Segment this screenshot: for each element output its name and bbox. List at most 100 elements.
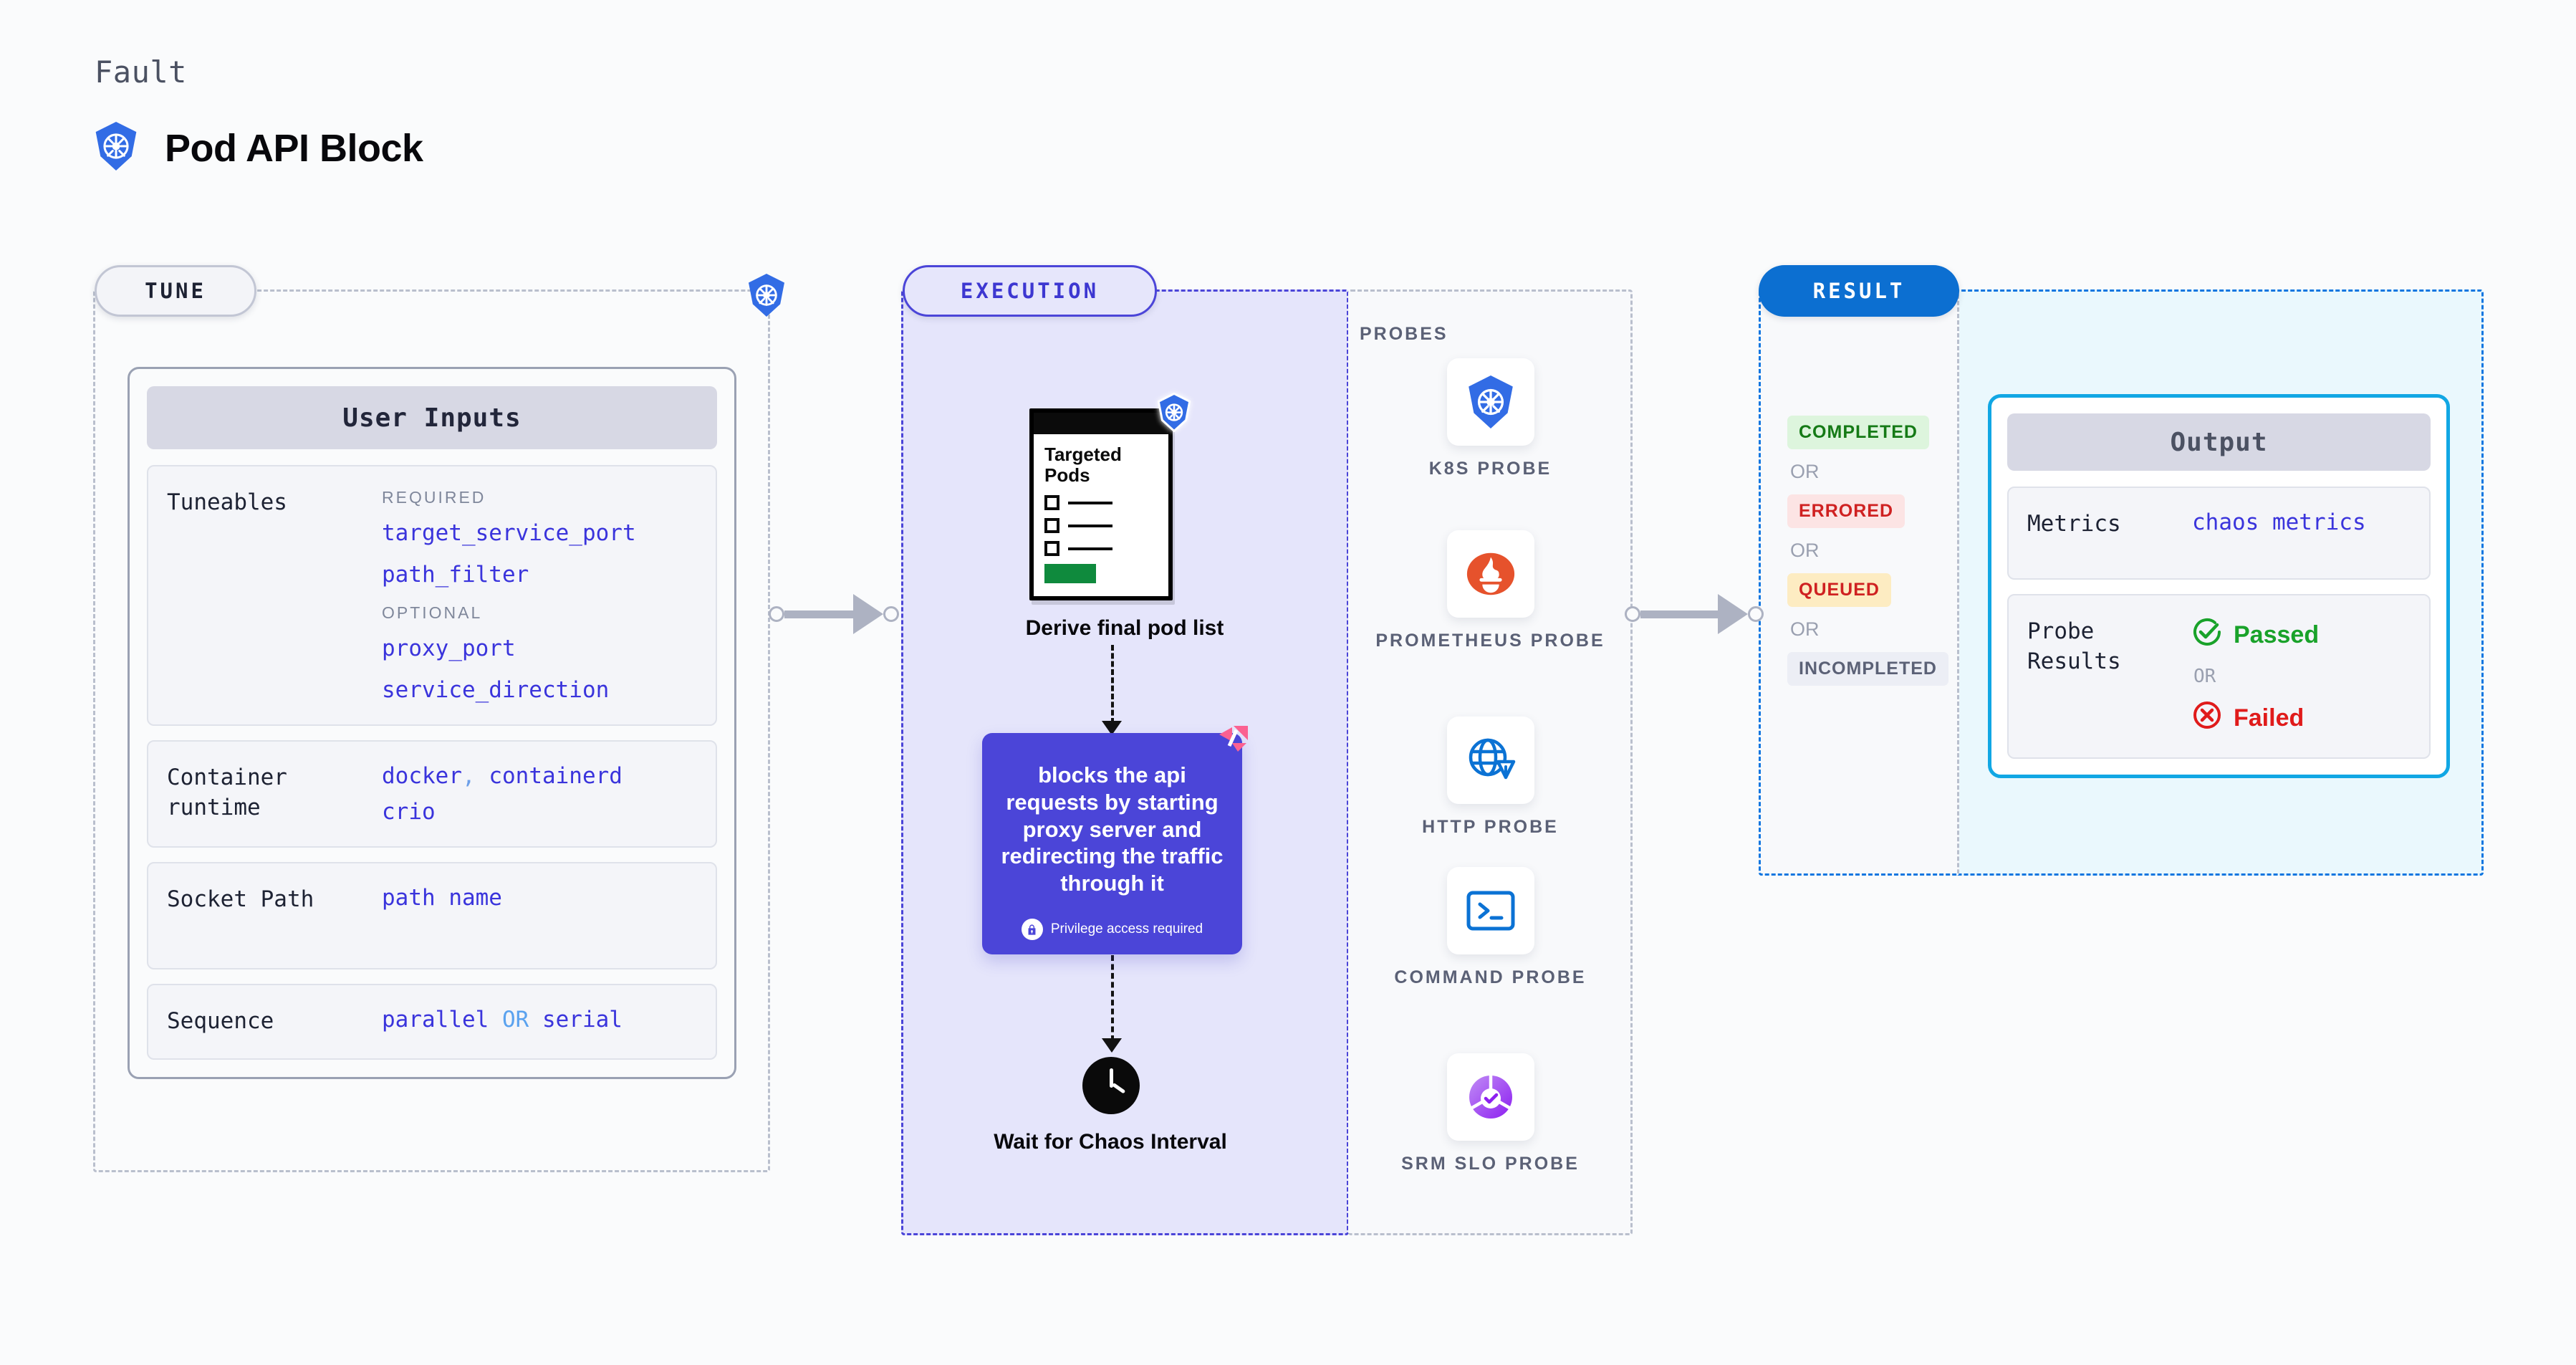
check-circle-icon <box>2192 617 2222 653</box>
list-line <box>1068 547 1112 550</box>
targeted-pods-card: Targeted Pods <box>1029 392 1191 601</box>
page-title: Pod API Block <box>165 126 423 170</box>
connector-arrow <box>1718 594 1748 634</box>
privilege-note: Privilege access required <box>1001 919 1224 941</box>
kubernetes-icon <box>745 272 788 322</box>
kubernetes-icon <box>92 120 140 176</box>
connector-tune-to-execution <box>769 594 899 634</box>
list-item <box>1044 495 1158 511</box>
flow-line <box>1111 645 1114 724</box>
execution-badge[interactable]: EXECUTION <box>903 265 1157 317</box>
probe-label: COMMAND PROBE <box>1394 967 1587 987</box>
tune-badge[interactable]: TUNE <box>95 265 256 317</box>
socket-path-label: Socket Path <box>167 886 314 912</box>
sequence-row: Sequence parallel OR serial <box>147 984 717 1060</box>
terminal-icon <box>1446 867 1534 954</box>
lock-icon <box>1021 919 1043 941</box>
list-line <box>1068 501 1112 504</box>
clock-icon <box>1082 1057 1140 1114</box>
srm-slo-icon <box>1446 1053 1534 1141</box>
privilege-text: Privilege access required <box>1050 921 1203 937</box>
connector-dot <box>883 606 899 622</box>
probe-item-command[interactable]: COMMAND PROBE <box>1348 867 1633 990</box>
list-item <box>1044 518 1158 534</box>
user-inputs-card: User Inputs Tuneables REQUIRED target_se… <box>128 367 736 1079</box>
tuneable-item[interactable]: path_filter <box>382 562 529 588</box>
probe-result-failed: Failed <box>2192 700 2411 736</box>
window-titlebar <box>1034 413 1168 434</box>
tuneable-item[interactable]: proxy_port <box>382 636 516 661</box>
probe-item-k8s[interactable]: K8S PROBE <box>1348 358 1633 482</box>
runtime-value[interactable]: containerd <box>489 763 623 789</box>
progress-bar <box>1044 564 1096 584</box>
probe-result-passed: Passed <box>2192 617 2411 653</box>
or-label: OR <box>1790 540 1820 561</box>
connector-arrow <box>853 594 883 634</box>
socket-path-value[interactable]: path name <box>382 885 502 911</box>
sequence-label: Sequence <box>167 1008 274 1034</box>
or-label: OR <box>2193 666 2216 687</box>
sequence-value[interactable]: serial <box>542 1007 623 1033</box>
optional-group-label: OPTIONAL <box>382 603 483 622</box>
probe-results-label: Probe Results <box>2027 618 2121 674</box>
user-inputs-title: User Inputs <box>147 386 717 449</box>
kubernetes-icon <box>1446 358 1534 446</box>
http-globe-icon <box>1446 717 1534 804</box>
sequence-value[interactable]: parallel <box>382 1007 489 1033</box>
metrics-value[interactable]: chaos metrics <box>2192 509 2366 535</box>
probes-heading: PROBES <box>1360 324 1448 344</box>
flow-line <box>1111 955 1114 1041</box>
failed-label: Failed <box>2234 704 2305 732</box>
wait-chaos-interval-caption: Wait for Chaos Interval <box>994 1130 1227 1154</box>
checkbox-icon <box>1044 541 1059 557</box>
connector-bar <box>784 610 855 618</box>
probe-label: HTTP PROBE <box>1422 817 1559 837</box>
probe-results-values: Passed OR Failed <box>2192 617 2411 736</box>
metrics-row: Metrics chaos metrics <box>2007 487 2431 580</box>
or-label: OR <box>1790 461 1820 482</box>
probe-label: PROMETHEUS PROBE <box>1375 631 1605 651</box>
status-badge: QUEUED <box>1787 573 1891 607</box>
metrics-label: Metrics <box>2027 511 2121 537</box>
or-label: OR <box>1790 618 1820 640</box>
targeted-pods-title: Targeted Pods <box>1044 444 1122 486</box>
connector-dot <box>769 606 784 622</box>
kubernetes-icon <box>1155 392 1193 436</box>
result-badge[interactable]: RESULT <box>1759 265 1959 317</box>
runtime-value[interactable]: docker <box>382 763 462 789</box>
probe-item-http[interactable]: HTTP PROBE <box>1348 717 1633 840</box>
status-badge: COMPLETED <box>1787 416 1929 449</box>
list-line <box>1068 524 1112 527</box>
tuneables-values: REQUIRED target_service_port path_filter… <box>382 488 697 703</box>
pods-window: Targeted Pods <box>1029 408 1173 601</box>
output-title: Output <box>2007 413 2431 471</box>
flow-arrow <box>1102 721 1122 735</box>
connector-dot <box>1748 606 1764 622</box>
container-runtime-row: Container runtime docker, containerd cri… <box>147 740 717 848</box>
x-circle-icon <box>2192 700 2222 736</box>
value-separator: , <box>461 763 476 789</box>
required-group-label: REQUIRED <box>382 488 486 507</box>
sequence-values: parallel OR serial <box>382 1007 697 1037</box>
derive-pod-list-caption: Derive final pod list <box>1025 616 1224 640</box>
checkbox-icon <box>1044 518 1059 534</box>
tuneable-item[interactable]: service_direction <box>382 677 610 703</box>
harness-logo-icon <box>1211 719 1254 765</box>
probe-item-prometheus[interactable]: PROMETHEUS PROBE <box>1348 530 1633 653</box>
passed-label: Passed <box>2234 621 2320 648</box>
list-item <box>1044 541 1158 557</box>
status-list: COMPLETED OR ERRORED OR QUEUED OR INCOMP… <box>1787 416 1966 686</box>
output-card: Output Metrics chaos metrics Probe Resul… <box>1988 394 2450 778</box>
fault-eyebrow: Fault <box>95 54 187 90</box>
status-badge: ERRORED <box>1787 494 1905 528</box>
runtime-value[interactable]: crio <box>382 799 436 825</box>
probe-results-row: Probe Results Passed OR <box>2007 594 2431 759</box>
probe-item-srm-slo[interactable]: SRM SLO PROBE <box>1348 1053 1633 1177</box>
tuneables-label: Tuneables <box>167 489 287 515</box>
action-card: blocks the api requests by starting prox… <box>982 726 1248 955</box>
connector-execution-to-result <box>1625 594 1764 634</box>
flow-arrow <box>1102 1038 1122 1053</box>
tuneable-item[interactable]: target_service_port <box>382 520 636 546</box>
action-description: blocks the api requests by starting prox… <box>1001 762 1224 896</box>
